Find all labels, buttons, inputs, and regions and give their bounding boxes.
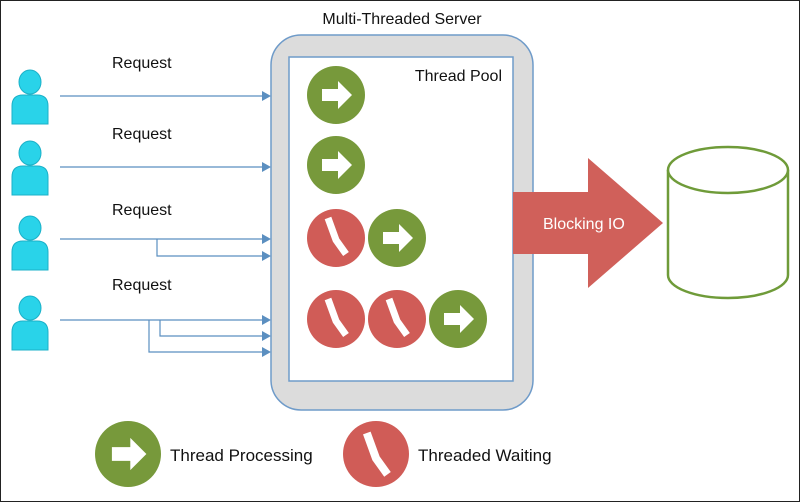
- connector-arrowhead: [262, 331, 271, 341]
- legend-waiting-label: Threaded Waiting: [418, 446, 552, 465]
- legend-processing-icon: [95, 421, 161, 487]
- legend-processing-label: Thread Processing: [170, 446, 313, 465]
- thread-processing-icon: [307, 66, 365, 124]
- user-icon: [11, 295, 49, 351]
- connector-arrowhead: [262, 162, 271, 172]
- legend-waiting-icon: [343, 421, 409, 487]
- request-label: Request: [112, 55, 172, 72]
- connector-arrowhead: [262, 234, 271, 244]
- thread-processing-icon: [368, 209, 426, 267]
- request-connector: [159, 320, 268, 337]
- thread-waiting-icon: [307, 209, 365, 267]
- blocking-io-label: Blocking IO: [543, 216, 625, 233]
- thread-waiting-icon: [307, 290, 365, 348]
- connector-arrowhead: [262, 251, 271, 261]
- user-icon: [11, 215, 49, 271]
- request-label: Request: [112, 277, 172, 294]
- user-icon: [11, 140, 49, 196]
- thread-processing-icon: [429, 290, 487, 348]
- request-connector: [156, 239, 268, 257]
- connector-arrowhead: [262, 91, 271, 101]
- request-label: Request: [112, 126, 172, 143]
- request-connector: [148, 320, 268, 353]
- thread-waiting-icon: [368, 290, 426, 348]
- server-title: Multi-Threaded Server: [322, 11, 482, 28]
- request-label: Request: [112, 202, 172, 219]
- user-icon: [11, 69, 49, 125]
- thread-processing-icon: [307, 136, 365, 194]
- thread-pool-title: Thread Pool: [415, 68, 502, 85]
- connector-arrowhead: [262, 315, 271, 325]
- connector-arrowhead: [262, 347, 271, 357]
- blocking-io-arrow: [513, 158, 663, 288]
- database-icon: [666, 145, 790, 300]
